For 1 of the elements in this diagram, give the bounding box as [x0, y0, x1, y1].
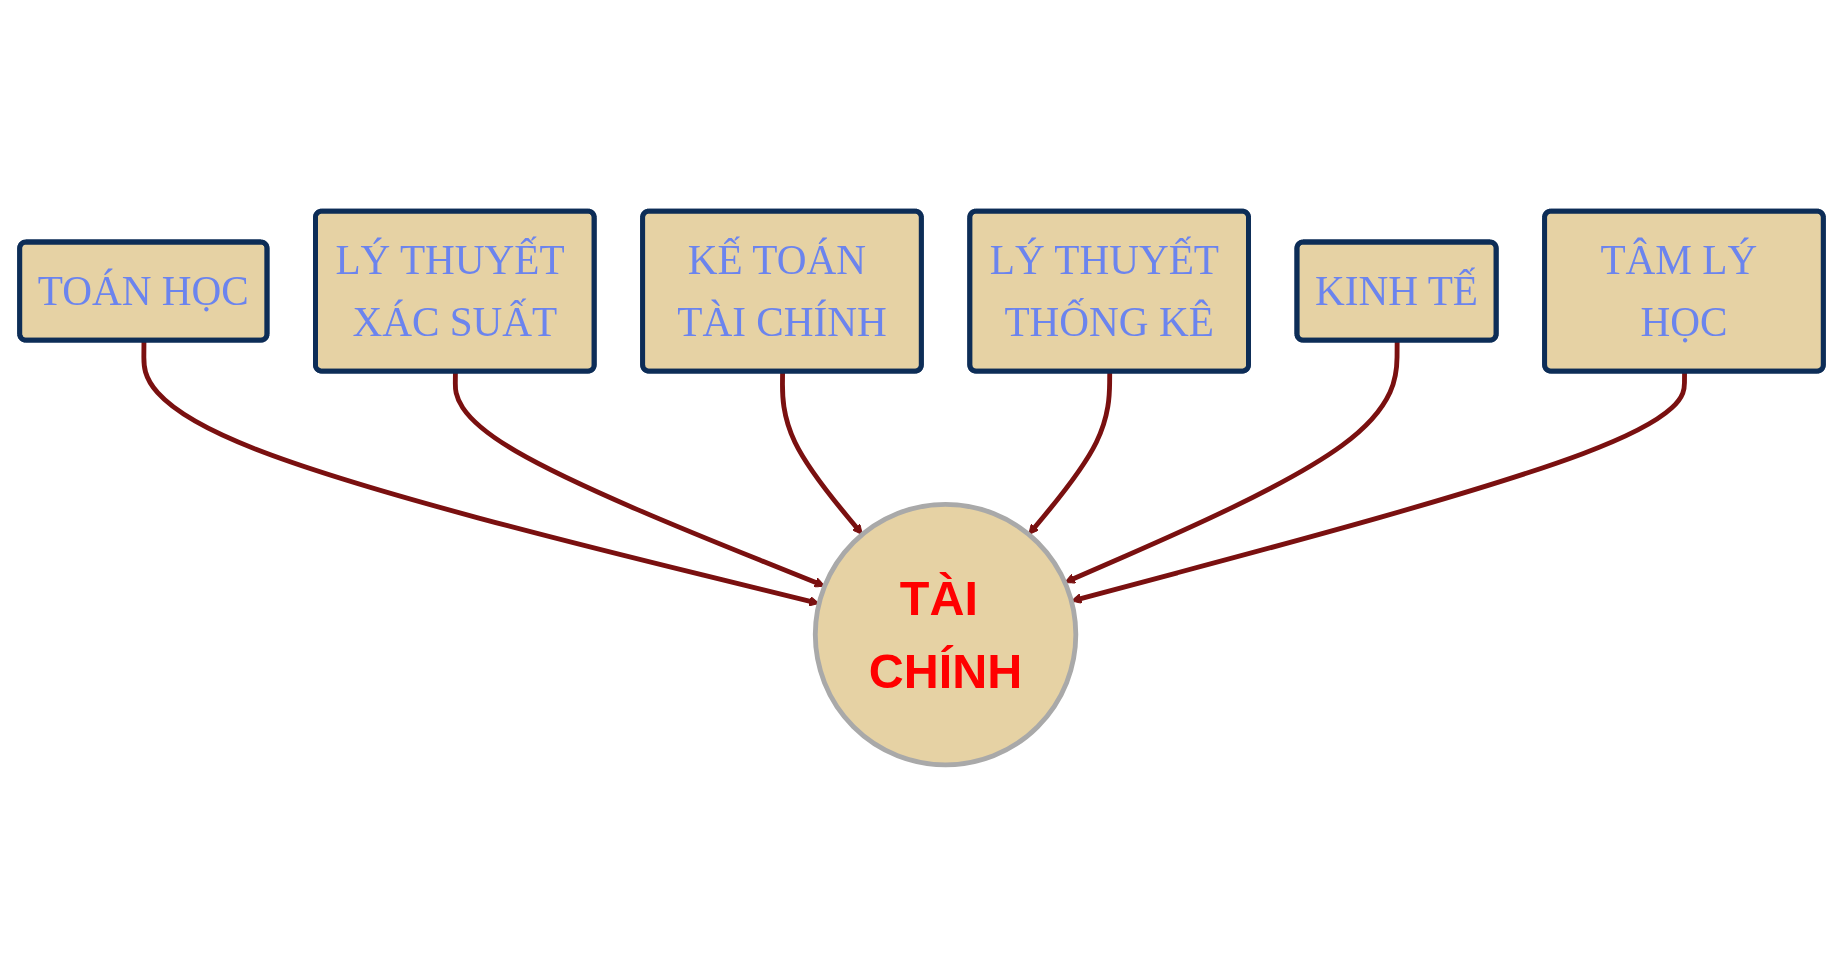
node-circle: TÀI CHÍNH [812, 501, 1079, 768]
